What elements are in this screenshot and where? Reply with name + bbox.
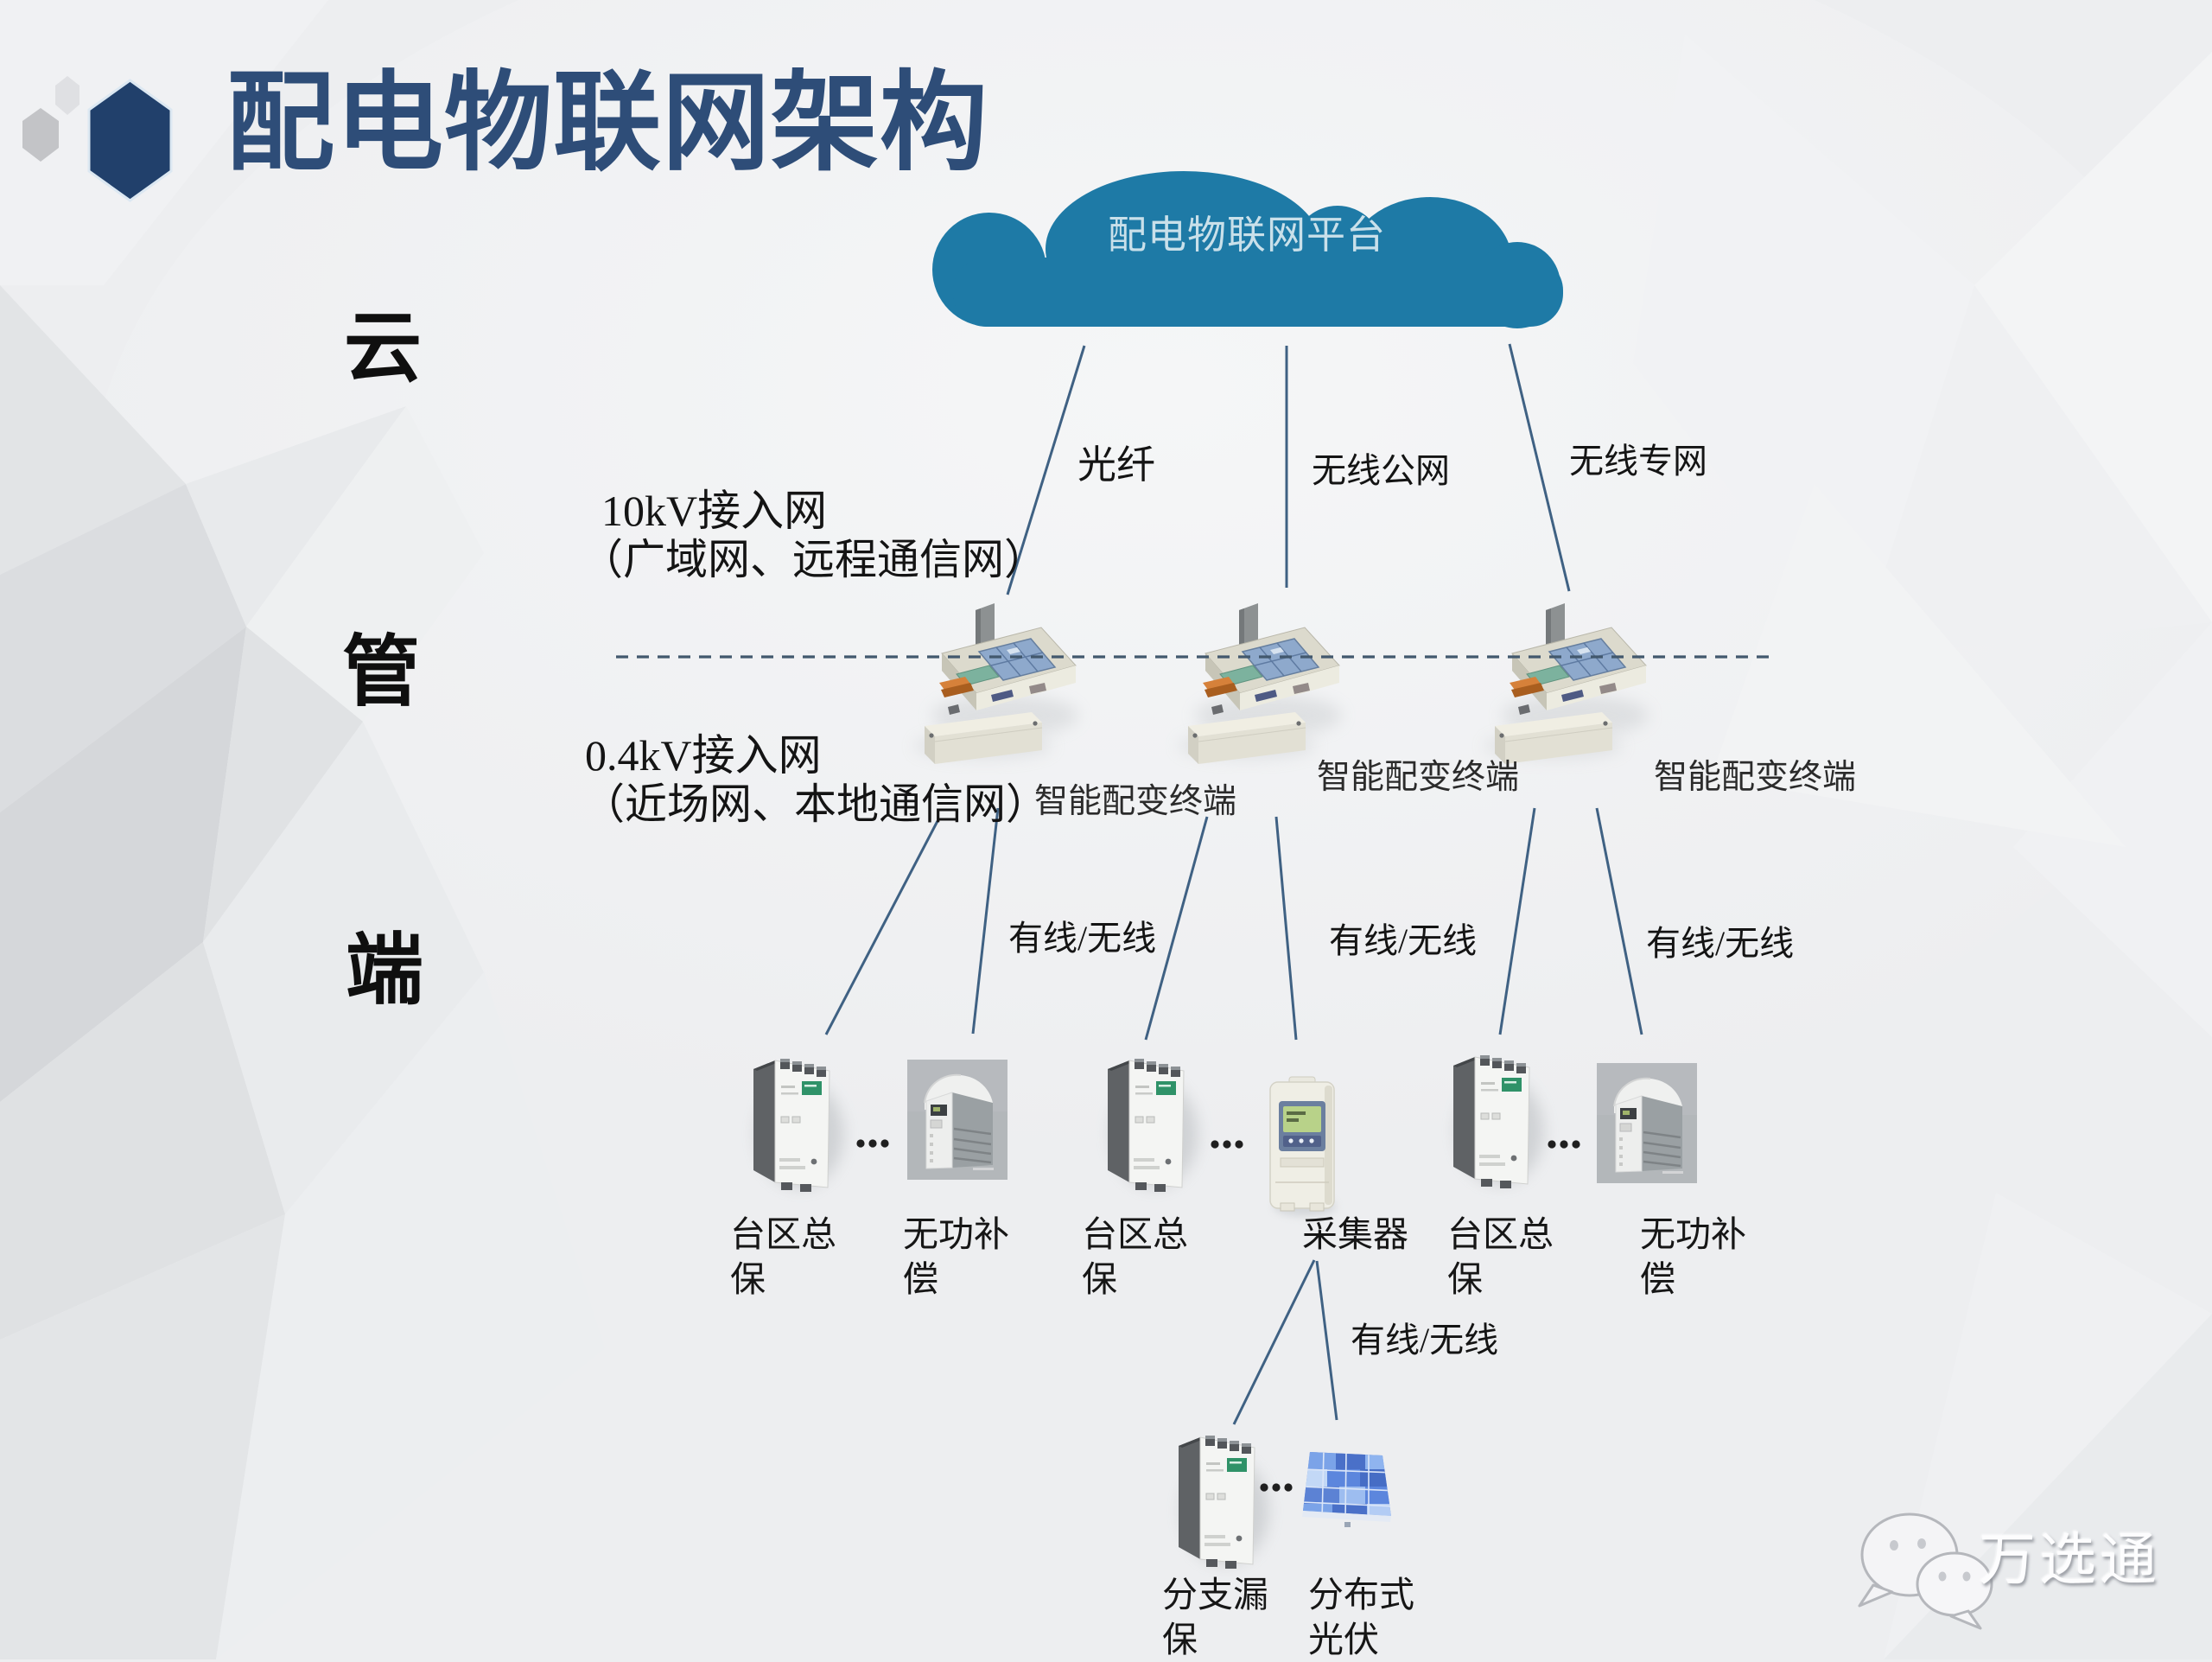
downlink-lines xyxy=(824,807,1643,1425)
uplink-label-wireless-private: 无线专网 xyxy=(1569,442,1707,481)
layer-label-pipe: 管 xyxy=(342,629,420,716)
solar-panel-icon xyxy=(1301,1450,1396,1527)
uplink-lines xyxy=(1006,343,1571,595)
device-label-cabinet-1: 无功补 偿 xyxy=(903,1214,1009,1299)
downlink-label-3: 有线/无线 xyxy=(1646,924,1795,963)
lan-network-title: 0.4kV接入网 xyxy=(585,731,822,780)
device-label-cabinet-2: 无功补 偿 xyxy=(1640,1214,1746,1299)
line-meter-solar xyxy=(1315,1260,1338,1421)
hexagon-large-navy xyxy=(87,79,173,202)
terminal-label-1: 智能配变终端 xyxy=(1034,783,1237,820)
page-title: 配电物联网架构 xyxy=(226,63,988,183)
device-label-branch-breaker: 分支漏 保 xyxy=(1162,1575,1268,1659)
cloud-platform-label: 配电物联网平台 xyxy=(1108,213,1387,257)
wechat-logo-icon xyxy=(1858,1512,1993,1630)
downlink-label-4: 有线/无线 xyxy=(1351,1321,1499,1360)
wan-network-title: 10kV接入网 xyxy=(601,487,828,535)
downlink-label-1: 有线/无线 xyxy=(1008,919,1157,958)
line-t1-cabinet1 xyxy=(971,807,1000,1035)
hexagon-small-light xyxy=(55,76,79,115)
line-t2-breaker2 xyxy=(1144,816,1209,1041)
line-t3-cabinet2 xyxy=(1595,807,1643,1035)
device-label-solar: 分布式 光伏 xyxy=(1308,1575,1414,1659)
layer-label-cloud: 云 xyxy=(344,305,422,392)
cloud-shape xyxy=(932,171,1563,328)
terminal-label-3: 智能配变终端 xyxy=(1654,759,1857,796)
uplink-label-fiber: 光纤 xyxy=(1077,443,1156,487)
reactive-compensation-cabinet-icon-1 xyxy=(906,1058,1009,1181)
hexagon-small-gray xyxy=(22,108,59,162)
collector-meter-icon xyxy=(1270,1077,1336,1216)
ellipsis-dots xyxy=(856,1139,1580,1492)
watermark-text: 万选通 xyxy=(1979,1529,2160,1592)
terminal-label-2: 智能配变终端 xyxy=(1317,759,1520,796)
device-label-meter: 采集器 xyxy=(1302,1214,1408,1254)
line-t3-breaker3 xyxy=(1498,807,1536,1035)
reactive-compensation-cabinet-icon-2 xyxy=(1595,1061,1699,1185)
hexagon-logo-icon xyxy=(22,76,173,202)
line-t1-breaker1 xyxy=(824,820,939,1035)
downlink-label-2: 有线/无线 xyxy=(1329,921,1478,960)
line-wireless-private xyxy=(1508,343,1571,592)
device-label-breaker-2: 台区总 保 xyxy=(1082,1214,1188,1299)
wan-network-subtitle: （广域网、远程通信网） xyxy=(581,536,1047,583)
layer-label-device: 端 xyxy=(346,927,423,1014)
device-label-breaker-1: 台区总 保 xyxy=(730,1214,836,1299)
uplink-label-wireless-public: 无线公网 xyxy=(1312,451,1450,490)
device-label-breaker-3: 台区总 保 xyxy=(1447,1214,1554,1299)
lan-network-subtitle: （近场网、本地通信网） xyxy=(582,780,1049,828)
line-t2-meter xyxy=(1274,816,1298,1041)
line-meter-branch-breaker xyxy=(1232,1259,1316,1425)
line-fiber xyxy=(1006,345,1086,595)
